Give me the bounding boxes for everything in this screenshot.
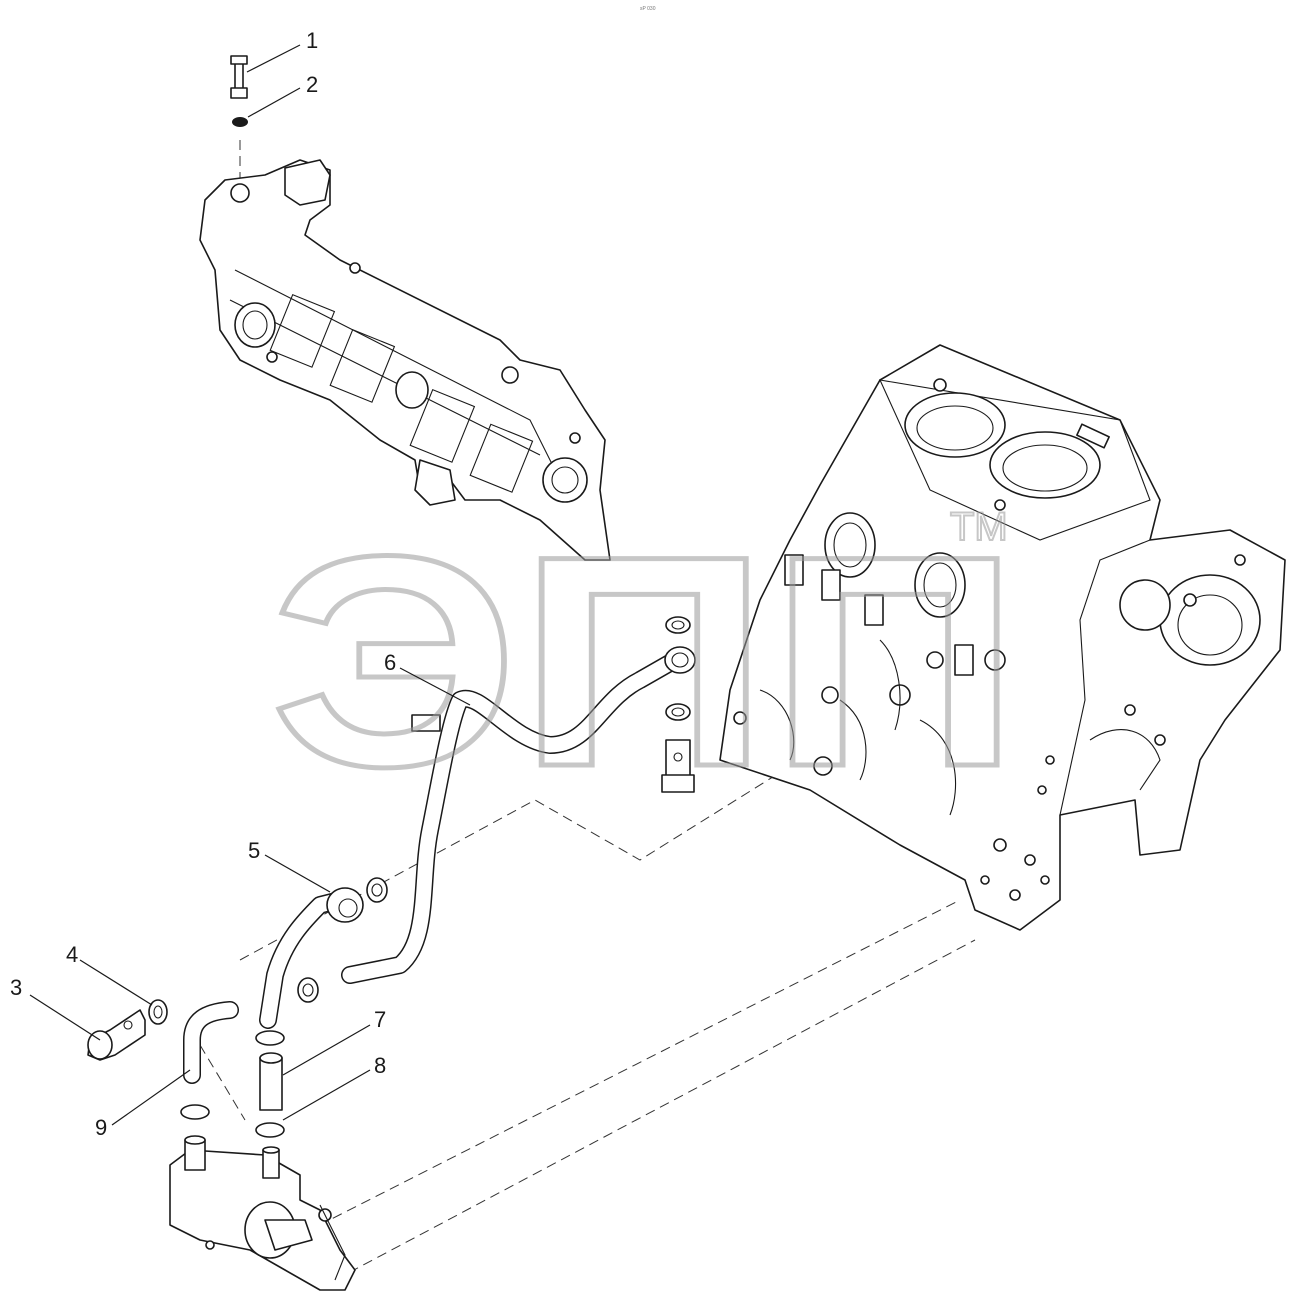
oil-filter-head [169, 1135, 356, 1291]
washer [232, 117, 248, 127]
callout-7: 7 [374, 1007, 386, 1032]
sealing-ring [148, 999, 168, 1025]
watermark: ЭПП TM [268, 491, 1023, 832]
callout-3: 3 [10, 975, 22, 1000]
callout-leaders [29, 44, 471, 1126]
bolt [230, 55, 248, 99]
callout-numbers: 1 2 3 4 5 6 7 8 9 [10, 28, 396, 1140]
engine-block [719, 344, 1286, 931]
elbow-hose [183, 1001, 239, 1084]
callout-6: 6 [384, 650, 396, 675]
oil-tube-lower [259, 877, 388, 1029]
oil-pan-rail [199, 159, 611, 561]
callout-5: 5 [248, 838, 260, 863]
callout-2: 2 [306, 72, 318, 97]
callout-1: 1 [306, 28, 318, 53]
watermark-text: ЭПП [270, 493, 1020, 829]
banjo-bolt [87, 1009, 146, 1061]
header-code: sP 030 [640, 6, 656, 12]
straight-hose [259, 1052, 283, 1111]
banjo-seals-upper [661, 616, 695, 793]
callout-4: 4 [66, 942, 78, 967]
callout-9: 9 [95, 1115, 107, 1140]
callout-8: 8 [374, 1053, 386, 1078]
hose-clamps [180, 1030, 285, 1138]
watermark-trademark: TM [950, 505, 1008, 549]
